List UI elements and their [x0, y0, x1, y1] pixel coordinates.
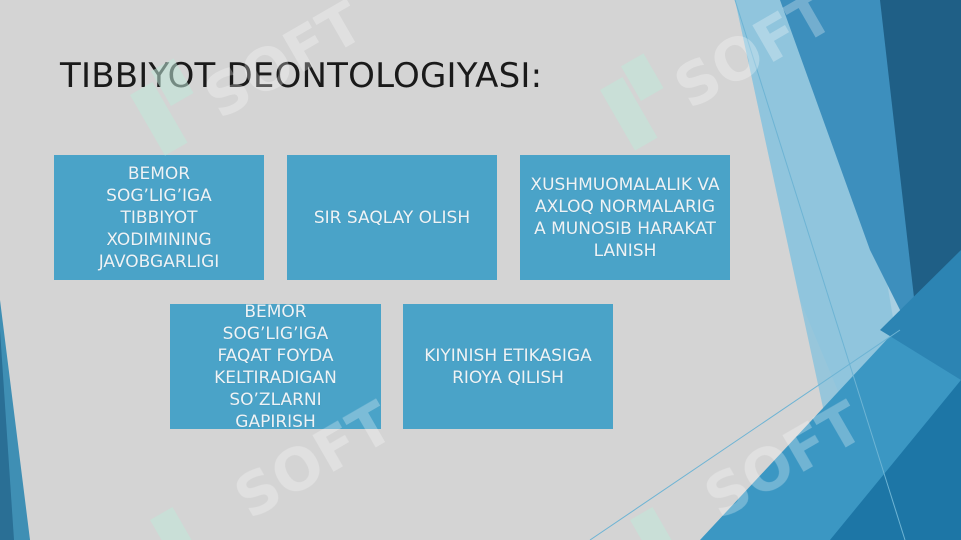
thin-line [734, 0, 906, 540]
card-label: SIR SAQLAY OLISH [313, 207, 471, 228]
card-patient-health-responsibility: BEMOR SOG’LIG’IGA TIBBIYOT XODIMINING JA… [54, 155, 264, 280]
right-mid-wedge [780, 0, 920, 350]
bottom-right-dark [830, 380, 961, 540]
card-label: BEMOR SOG’LIG’IGA FAQAT FOYDA KELTIRADIG… [214, 301, 337, 432]
card-label: BEMOR SOG’LIG’IGA TIBBIYOT XODIMINING JA… [98, 163, 220, 272]
thin-line-2 [589, 329, 901, 540]
card-beneficial-words: BEMOR SOG’LIG’IGA FAQAT FOYDA KELTIRADIG… [170, 302, 381, 432]
card-label: KIYINISH ETIKASIGA RIOYA QILISH [424, 345, 592, 388]
card-confidentiality: SIR SAQLAY OLISH [287, 155, 497, 280]
card-courtesy-ethics: XUSHMUOMALALIK VA AXLOQ NORMALARIGA MUNO… [520, 155, 730, 280]
page-title: TIBBIYOT DEONTOLOGIYASI: [60, 56, 543, 96]
right-panel-mid [735, 0, 900, 440]
card-dress-code: KIYINISH ETIKASIGA RIOYA QILISH [403, 304, 613, 429]
card-label: XUSHMUOMALALIK VA AXLOQ NORMALARIGA MUNO… [530, 174, 720, 261]
right-accent-shape [880, 250, 961, 380]
left-edge-shape-dark [0, 330, 14, 540]
